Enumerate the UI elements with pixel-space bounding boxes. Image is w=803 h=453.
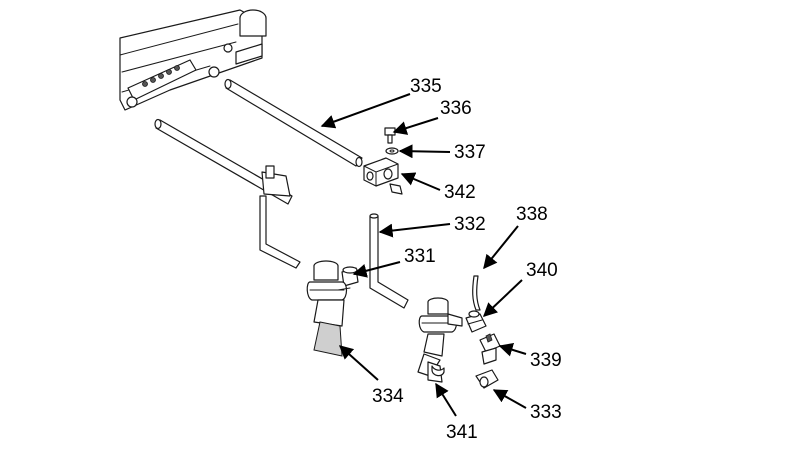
callout-341: 341	[446, 422, 478, 443]
callout-336: 336	[440, 98, 472, 119]
callout-342: 342	[444, 182, 476, 203]
callout-332: 332	[454, 214, 486, 235]
callout-335: 335	[410, 76, 442, 97]
valve-339	[479, 333, 501, 365]
callout-331: 331	[404, 246, 436, 267]
callout-334: 334	[372, 386, 404, 407]
callout-337: 337	[454, 142, 486, 163]
valve-340	[465, 310, 487, 333]
callout-340: 340	[526, 260, 558, 281]
clamp-342	[363, 157, 403, 195]
washer-337	[385, 147, 399, 155]
tube-338	[472, 275, 481, 311]
bolt-336	[384, 127, 396, 144]
boom-frame	[119, 9, 267, 111]
leader-lines	[320, 93, 527, 417]
callout-339: 339	[530, 350, 562, 371]
callout-333: 333	[530, 402, 562, 423]
rod-332	[369, 213, 409, 309]
callout-338: 338	[516, 204, 548, 225]
callout-labels: 335 336 337 342 332 331 334 338 340 339 …	[372, 76, 562, 443]
fitting-333	[475, 369, 499, 389]
rod-with-clamp	[154, 118, 301, 269]
rod-335	[224, 78, 363, 168]
nozzle-341	[417, 297, 463, 383]
